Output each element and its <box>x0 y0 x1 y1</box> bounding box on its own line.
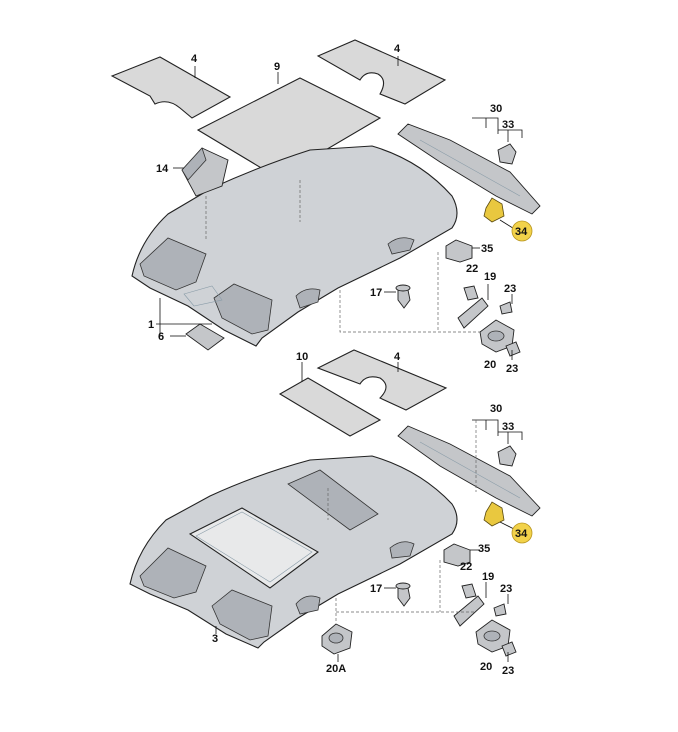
insulation-pad-4-lower <box>316 349 448 411</box>
screw-23 <box>499 301 513 315</box>
screw-23-lower <box>505 341 521 357</box>
clip-34-lower <box>483 501 505 527</box>
label-6: 6 <box>158 331 164 343</box>
label-22-lower: 22 <box>460 561 472 573</box>
label-30-lower: 30 <box>490 403 502 415</box>
label-1: 1 <box>148 319 154 331</box>
headliner-1-handle-recess-a <box>295 288 321 309</box>
roof-rail-trim-30 <box>397 123 541 215</box>
headliner-1-handle-recess-b <box>387 237 415 255</box>
label-23-upper-a: 23 <box>504 283 516 295</box>
badge-34-upper <box>511 220 533 242</box>
label-14: 14 <box>156 163 169 175</box>
label-22-upper: 22 <box>466 263 478 275</box>
headliner-1-front-recess <box>213 283 273 335</box>
part-labels: 4 4 9 14 30 33 34 35 22 19 23 17 1 6 20 … <box>148 43 533 677</box>
pin-22 <box>463 285 479 301</box>
screw-23-lower-a <box>493 603 507 617</box>
headliner-1 <box>131 145 458 347</box>
label-17-lower: 17 <box>370 583 382 595</box>
label-33-lower: 33 <box>502 421 514 433</box>
label-17-upper: 17 <box>370 287 382 299</box>
insulation-pad-4-left <box>110 56 232 119</box>
clip-33 <box>497 143 517 165</box>
label-30-upper: 30 <box>490 103 502 115</box>
label-33-upper: 33 <box>502 119 514 131</box>
badge-34-lower <box>511 522 533 544</box>
label-35-lower: 35 <box>478 543 490 555</box>
lower-assembly <box>129 349 541 662</box>
headliner-3-sunroof-panel <box>287 469 379 531</box>
label-4-lower: 4 <box>394 351 401 363</box>
clip-33-lower <box>497 445 517 467</box>
foam-block-35-lower <box>443 543 471 567</box>
screw-17-lower <box>395 582 411 607</box>
sound-panel-10 <box>278 377 382 437</box>
label-23-lower-a: 23 <box>500 583 512 595</box>
sunroof-opening <box>188 507 319 589</box>
bracket-19-lower <box>453 595 485 627</box>
sound-panel-9 <box>196 77 382 179</box>
label-4-left: 4 <box>191 53 198 65</box>
foam-block-35 <box>445 239 473 263</box>
pin-22-lower <box>461 583 477 599</box>
headliner-1-rear-recess <box>139 237 207 291</box>
label-20-upper: 20 <box>484 359 496 371</box>
upper-assembly <box>110 39 541 360</box>
label-19-lower: 19 <box>482 571 494 583</box>
insulation-pad-4-right <box>316 39 447 105</box>
label-19-upper: 19 <box>484 271 496 283</box>
label-34-lower: 34 <box>515 528 528 540</box>
screw-23-lower-b <box>501 641 517 657</box>
bracket-19 <box>457 297 489 329</box>
label-23-upper-b: 23 <box>506 363 518 375</box>
label-10: 10 <box>296 351 308 363</box>
headliner-3-rear-recess <box>139 547 207 599</box>
label-20A: 20A <box>326 663 346 675</box>
screw-17 <box>395 284 411 309</box>
clip-34 <box>483 197 505 223</box>
label-3: 3 <box>212 633 218 645</box>
label-9: 9 <box>274 61 280 73</box>
headliner-3-front-recess <box>211 589 273 641</box>
label-4-right: 4 <box>394 43 401 55</box>
label-35-upper: 35 <box>481 243 493 255</box>
label-23-lower-b: 23 <box>502 665 514 677</box>
roof-rail-trim-30-lower <box>397 425 541 517</box>
label-34-upper: 34 <box>515 226 528 238</box>
trim-cover-6 <box>185 323 225 351</box>
label-20-lower: 20 <box>480 661 492 673</box>
